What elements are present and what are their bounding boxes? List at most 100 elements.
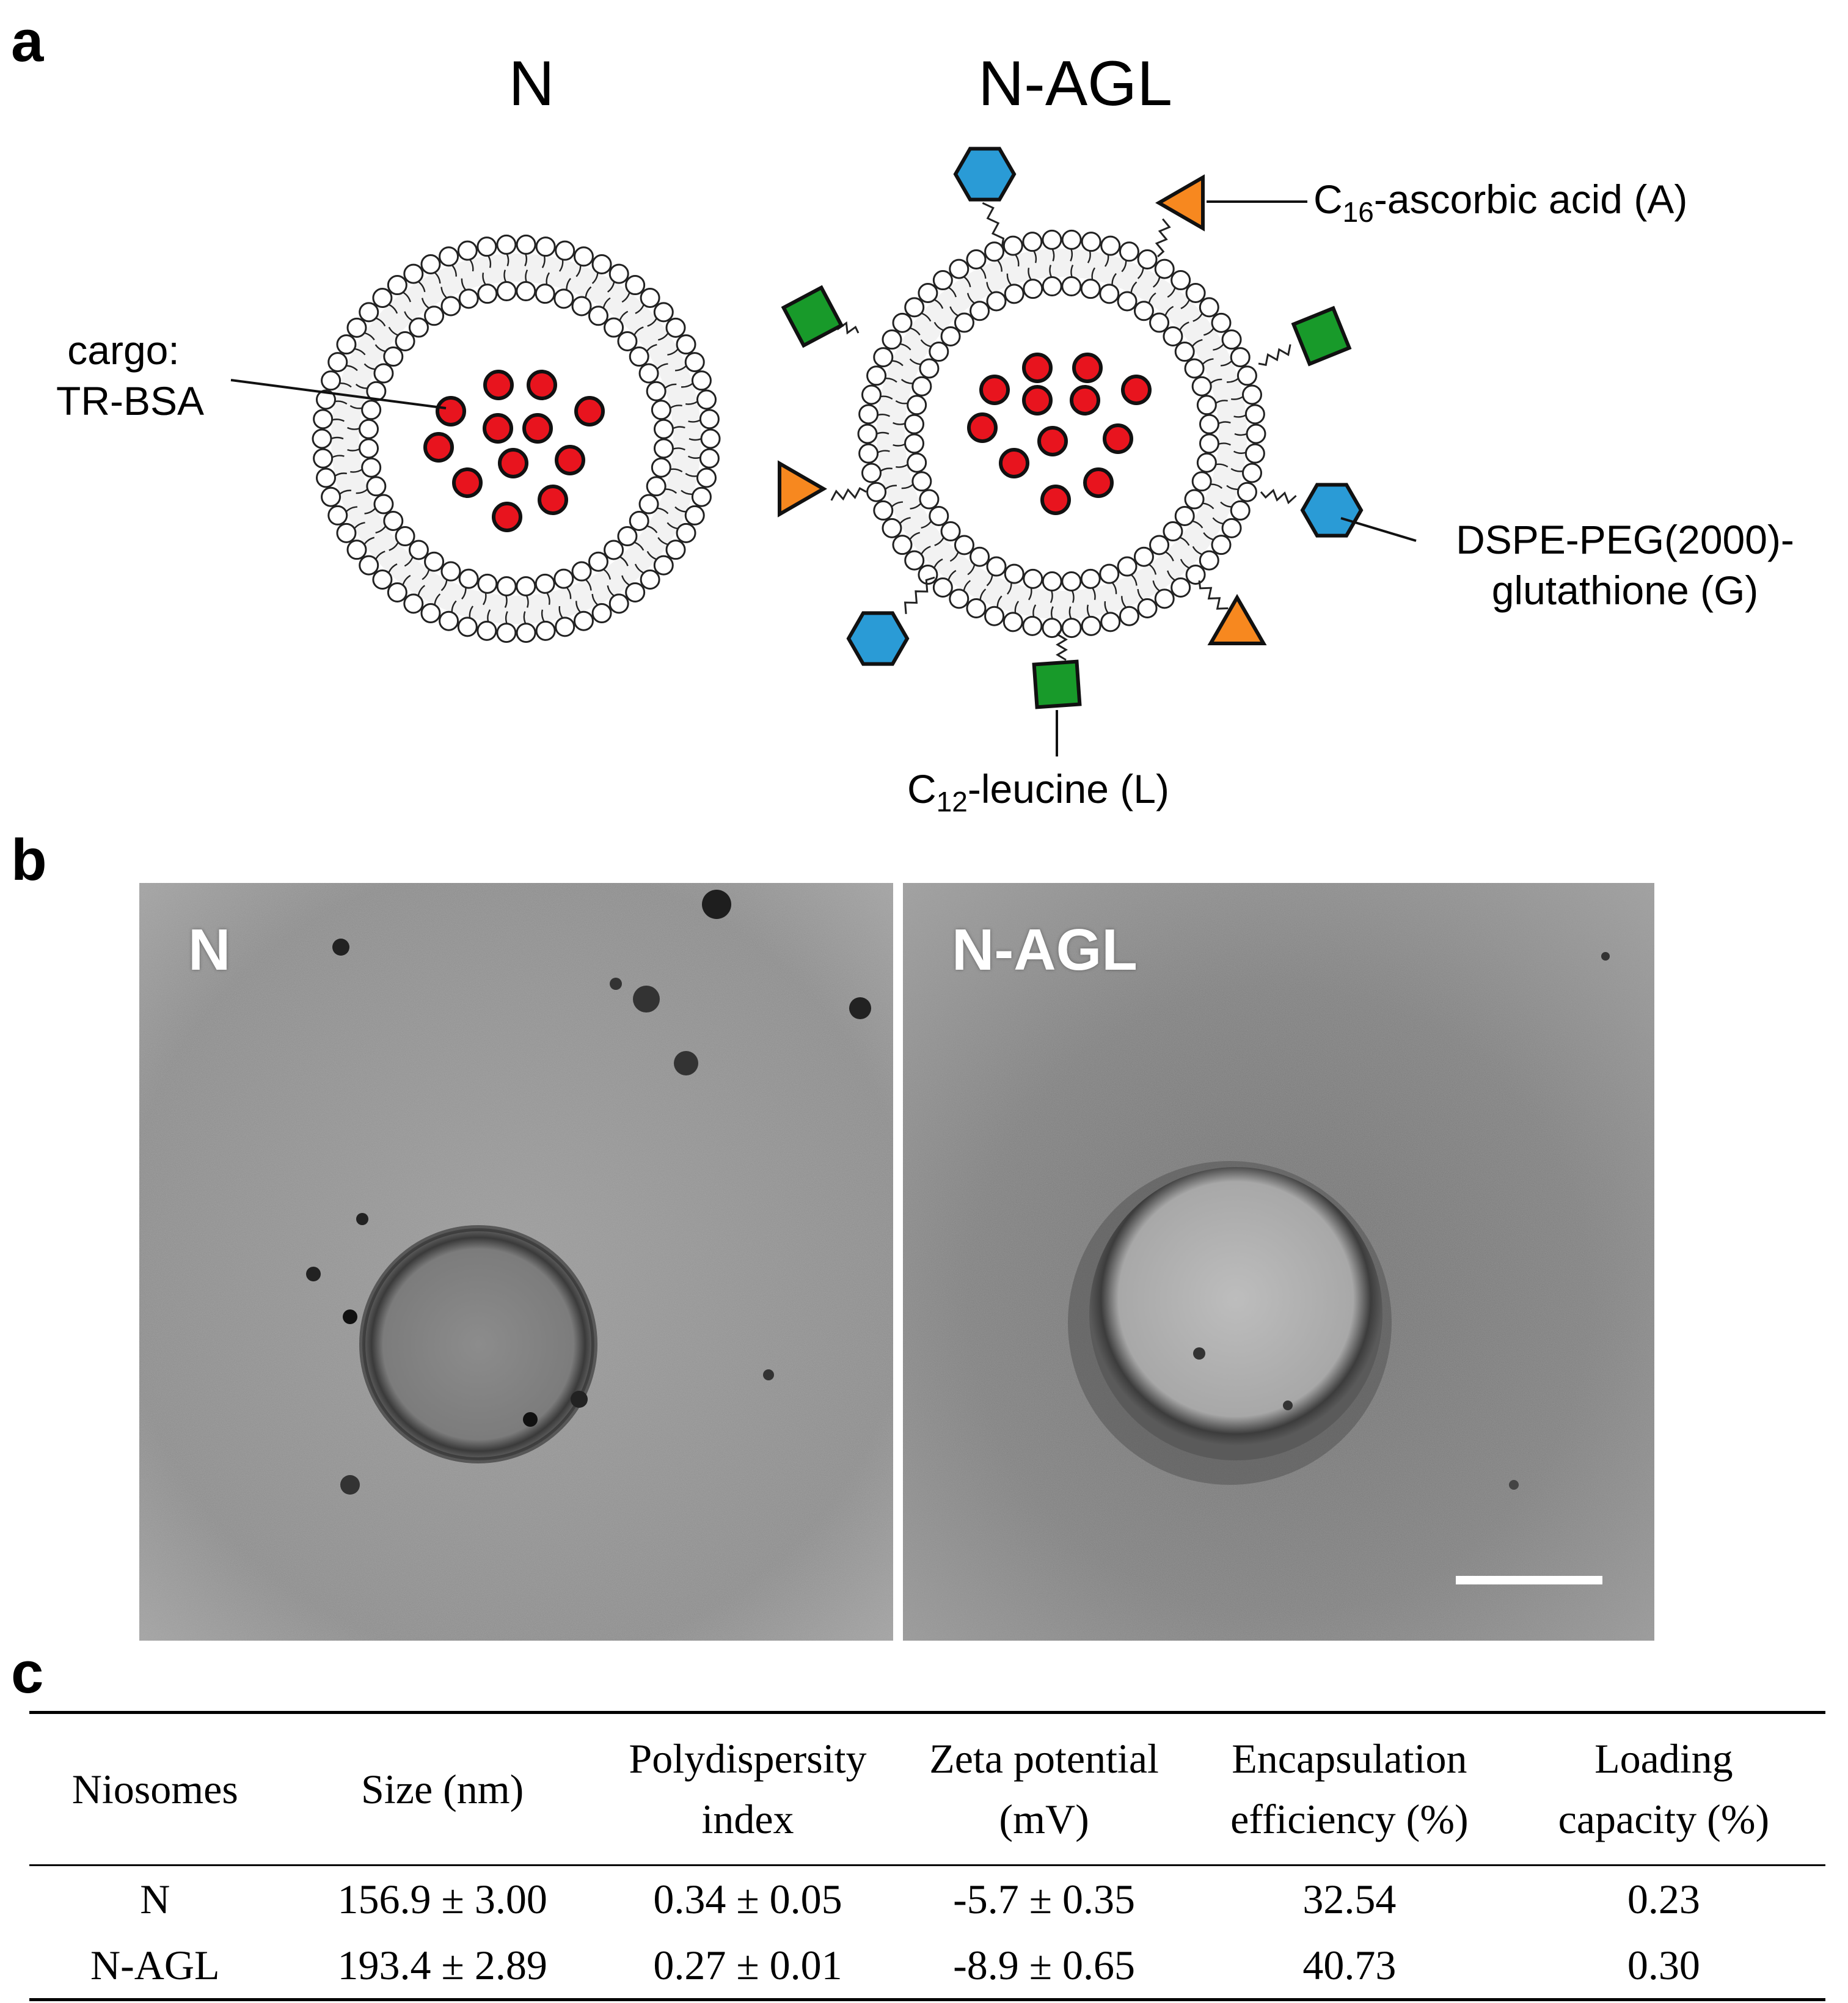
lipid-head — [1154, 258, 1175, 279]
lipid-head — [477, 284, 498, 304]
lipid-tail — [979, 267, 987, 279]
lipid-tail — [1137, 267, 1144, 279]
lipid-tail — [1149, 563, 1157, 575]
peg-linker — [982, 202, 1005, 248]
cargo-particle — [483, 370, 514, 400]
lipid-head — [1244, 404, 1265, 425]
lipid-head — [1236, 482, 1257, 502]
lipid-tail — [461, 278, 467, 291]
lipid-head — [588, 551, 608, 572]
lipid-tail — [921, 521, 932, 529]
lipid-tail — [979, 588, 987, 601]
lipid-head — [321, 370, 341, 391]
lipid-head — [1081, 232, 1101, 252]
lipid-tail — [1192, 313, 1203, 322]
cargo-particle — [423, 432, 454, 463]
cargo-label: cargo: TR-BSA — [56, 325, 204, 426]
lipid-tail — [332, 419, 345, 422]
lipid-head — [966, 249, 987, 269]
lipid-tail — [482, 592, 487, 606]
cell-size: 156.9 ± 3.00 — [337, 1876, 547, 1922]
leucine-square — [1291, 306, 1352, 367]
lipid-tail — [1130, 574, 1138, 586]
cargo-particle — [1121, 375, 1152, 405]
lipid-tail — [421, 298, 429, 309]
lipid-tail — [670, 405, 682, 409]
tem-label-n: N — [188, 917, 231, 983]
cargo-particle — [1070, 385, 1100, 416]
lipid-tail — [440, 579, 448, 591]
lipid-tail — [1028, 268, 1032, 280]
lipid-head — [984, 606, 1005, 626]
ascorbic-subscript: 16 — [1342, 196, 1374, 228]
lipid-head — [929, 505, 949, 526]
lipid-tail — [1006, 273, 1012, 286]
leucine-suffix: -leucine (L) — [967, 766, 1169, 811]
lipid-tail — [347, 448, 360, 452]
lipid-head — [1154, 588, 1175, 609]
lipid-tail — [389, 541, 399, 551]
glutathione-hexagon — [1300, 483, 1364, 538]
panel-c-letter: c — [11, 1640, 44, 1705]
lipid-tail — [949, 306, 959, 317]
lipid-tail — [948, 569, 957, 580]
lipid-head — [892, 535, 913, 555]
lipid-tail — [1215, 463, 1229, 468]
lipid-tail — [656, 363, 668, 370]
lipid-tail — [967, 564, 976, 576]
lipid-head — [1184, 358, 1205, 379]
lipid-head — [457, 617, 478, 637]
lipid-tail — [665, 488, 677, 494]
lipid-head — [1174, 505, 1195, 526]
lipid-tail — [417, 585, 426, 596]
lipid-tail — [675, 365, 687, 372]
lipid-head — [395, 331, 415, 351]
lipid-tail — [1068, 606, 1072, 620]
lipid-head — [638, 494, 659, 514]
cargo-particle — [492, 502, 522, 532]
lipid-tail — [417, 280, 426, 293]
lipid-head — [1137, 249, 1158, 269]
leucine-prefix: C — [907, 766, 937, 811]
lipid-tail — [657, 332, 669, 341]
lipid-tail — [910, 327, 921, 336]
lipid-head — [608, 593, 629, 614]
lipid-head — [1022, 232, 1043, 252]
lipid-head — [383, 510, 404, 531]
tem-nagl-micrograph — [903, 883, 1654, 1641]
lipid-tail — [1152, 276, 1161, 288]
lipid-tail — [440, 287, 448, 299]
lipid-tail — [375, 317, 386, 327]
lipid-tail — [1218, 442, 1231, 446]
lipid-tail — [345, 506, 357, 513]
lipid-head — [424, 551, 445, 572]
scale-bar — [1456, 1576, 1602, 1584]
lipid-head — [1199, 414, 1219, 434]
lipid-head — [907, 395, 927, 416]
lipid-tail — [1167, 287, 1176, 298]
cargo-particle — [1022, 353, 1053, 383]
niosome-nagl-title: N-AGL — [978, 48, 1172, 119]
lipid-tail — [963, 580, 971, 591]
lipid-tail — [451, 600, 457, 613]
lipid-head — [1191, 471, 1212, 492]
header-size: Size (nm) — [361, 1765, 524, 1812]
lipid-head — [699, 448, 720, 469]
lipid-tail — [525, 595, 529, 608]
lipid-head — [403, 263, 424, 284]
cargo-particle — [967, 412, 998, 443]
lipid-head — [477, 236, 497, 257]
lipid-head — [676, 522, 696, 543]
lipid-head — [919, 358, 940, 379]
lipid-tail — [667, 348, 679, 356]
cargo-particle — [555, 445, 585, 475]
lipid-head — [535, 284, 555, 304]
vesicle-nagl — [1089, 1167, 1382, 1460]
peg-linker — [1258, 344, 1291, 366]
cargo-particle — [999, 448, 1029, 478]
lipid-tail — [621, 292, 630, 303]
lipid-tail — [404, 311, 414, 321]
lipid-head — [857, 423, 878, 444]
lipid-head — [691, 370, 712, 391]
lipid-head — [313, 448, 334, 469]
